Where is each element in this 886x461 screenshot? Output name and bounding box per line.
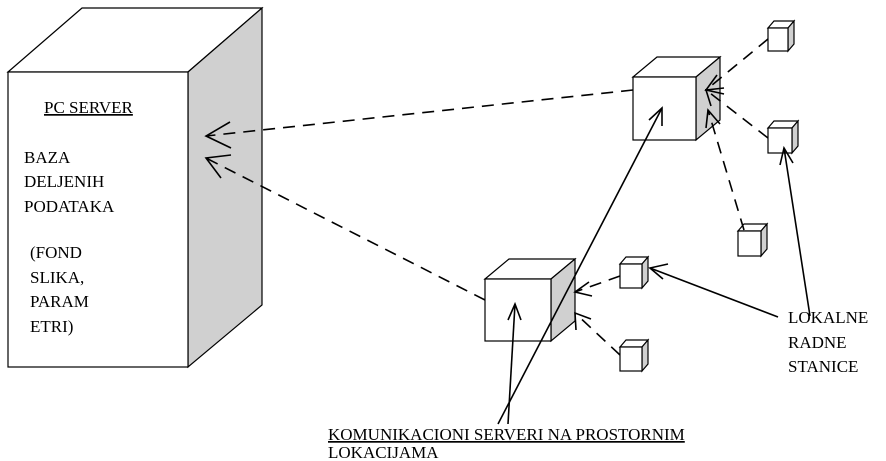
arrowhead-ws4 [573,281,593,297]
workstation-2 [766,119,800,155]
dashed-link-ws2-to-upper [705,89,769,139]
pointer-head-lower [507,301,522,321]
dashed-link-ws3-to-upper [707,109,745,231]
workstation-4 [618,255,650,290]
workstation-5 [618,338,650,373]
arrowhead-lower-to-server [204,154,232,179]
workstation-1 [766,19,796,53]
arrowhead-ws5 [574,311,592,331]
dashed-link-ws1-to-upper [705,38,769,91]
server-text-line-2: DELJENIH [24,172,104,191]
pointer-comm-label-to-lower [507,303,516,425]
communication-server-upper [631,55,722,142]
pointer-label-to-ws4 [649,267,779,318]
server-note-line-1: (FOND [30,243,82,262]
pointer-head-ws2 [779,145,794,166]
workstation-3 [736,222,769,258]
pointer-label-to-ws2 [783,147,811,317]
server-text-line-3: PODATAKA [24,197,115,216]
server-side-face [187,6,263,369]
server-note-line-2: SLIKA, [30,268,84,287]
dashed-link-ws4-to-lower [574,275,621,293]
server-front-face [7,71,189,368]
comm-upper-front-face [632,76,697,141]
pointer-head-upper [648,106,663,126]
dashed-link-upper-to-server [205,89,634,137]
stations-label-line-3: STANICE [788,357,858,376]
arrowhead-ws3 [705,108,721,129]
comm-label-line-1: KOMUNIKACIONI SERVERI NA PROSTORNIM [328,425,685,444]
server-title: PC SERVER [44,98,134,117]
dashed-link-ws5-to-lower [574,312,621,356]
server-note-line-3: PARAM [30,292,89,311]
server-note-line-4: ETRI) [30,317,73,336]
stations-label-line-2: RADNE [788,333,847,352]
server-text-line-1: BAZA [24,148,71,167]
pc-server-box [6,6,264,369]
comm-label-line-2: LOKACIJAMA [328,443,439,461]
arrowhead-upper-to-server [204,121,232,149]
pointer-comm-label-to-upper [497,107,663,425]
pointer-head-ws4 [648,263,669,280]
dashed-link-lower-to-server [205,157,486,301]
stations-label-line-1: LOKALNE [788,308,868,327]
arrowhead-ws2 [704,88,725,107]
